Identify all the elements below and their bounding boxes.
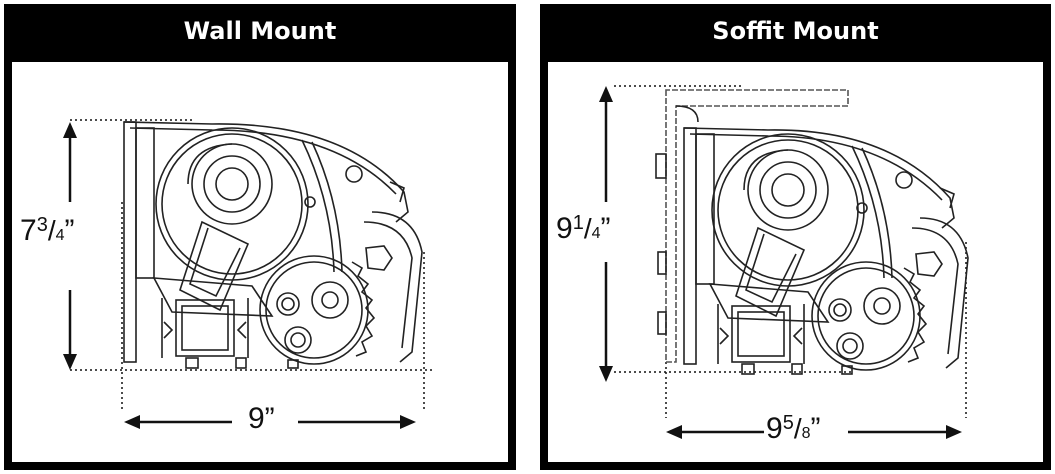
soffit-mount-diagram-area: 91/4” 95/8”: [548, 62, 1043, 462]
soffit-mount-panel: Soffit Mount: [540, 4, 1051, 470]
soffit-mount-title: Soffit Mount: [712, 17, 879, 45]
wall-mount-diagram-area: 73/4” 9”: [12, 62, 508, 462]
wall-mount-panel: Wall Mount: [4, 4, 516, 470]
soffit-mount-diagram: [599, 85, 969, 439]
wall-mount-title: Wall Mount: [183, 17, 337, 45]
soffit-cassette-drawing: [655, 89, 969, 375]
wall-height-label: 73/4”: [20, 214, 75, 247]
wall-width-label: 9”: [248, 402, 275, 435]
wall-mount-diagram: [63, 119, 432, 429]
soffit-width-label: 95/8”: [766, 412, 821, 445]
soffit-height-label: 91/4”: [556, 212, 611, 245]
wall-cassette-drawing: [123, 121, 423, 369]
